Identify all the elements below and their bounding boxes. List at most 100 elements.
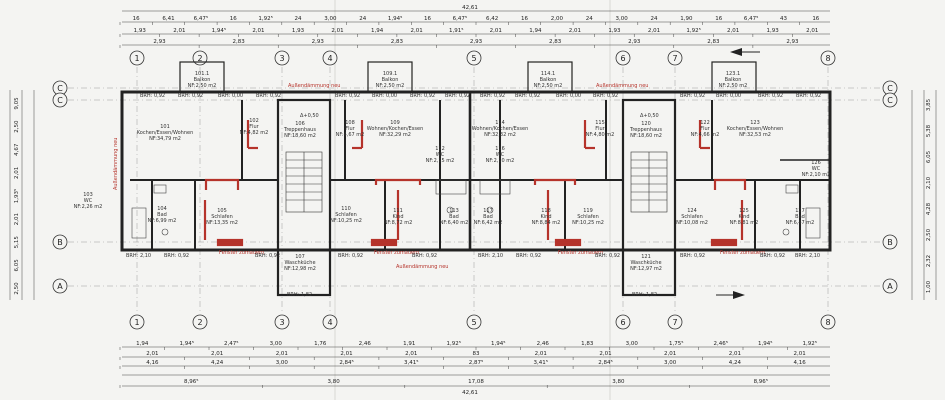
dimension-label: 1,94⁵: [758, 340, 772, 347]
brh-label: BRH: 0,92: [480, 93, 505, 99]
dimension-label: 2,46: [359, 341, 372, 347]
brh-label: BRH: 0,92: [595, 253, 620, 259]
room-area: NF:13,35 m2: [206, 220, 238, 226]
dimension-label: 2,93: [628, 39, 641, 45]
dimension-label: 1,75⁵: [669, 340, 683, 347]
dimension-label: 2,83: [707, 39, 720, 45]
dimension-label: 24: [359, 16, 366, 22]
brh-label: BRH: 2,10: [126, 253, 151, 259]
axis-label: 4: [327, 318, 332, 327]
dimension-label: 2,01: [490, 28, 502, 34]
brh-label: BRH: 0,92: [593, 93, 618, 99]
brh-label: BRH: 2,10: [795, 253, 820, 259]
axis-label: C: [57, 84, 63, 93]
dimension-label: 2,01: [405, 351, 417, 357]
room-area: NF:12,97 m2: [630, 266, 662, 272]
room-number: 117: [483, 208, 493, 214]
room-number: 109.1: [383, 71, 397, 77]
dimension-label: 1,94: [529, 28, 542, 34]
room-area: NF:2,26 m2: [74, 204, 103, 210]
room-area: NF:6,47 m2: [786, 220, 815, 226]
dimension-label: 2,50: [14, 120, 20, 133]
dimension-label: 2,84⁵: [339, 359, 353, 366]
brh-label: BRH: 0,92: [516, 253, 541, 259]
brh-label: BRH: 0,92: [758, 93, 783, 99]
dimension-label: 1,92⁵: [686, 27, 700, 34]
note-window-1: Fenster zumauern: [219, 250, 264, 256]
dimension-label: 2,83: [391, 39, 404, 45]
brh-label: BRH: 1,82: [632, 292, 657, 298]
dimension-label: 3,41⁵: [534, 359, 548, 366]
dimension-label: 6,05: [926, 150, 932, 163]
top-total-dimension: 42,61: [462, 5, 478, 11]
dimension-label: 2,83: [233, 39, 246, 45]
room-number: 101: [160, 124, 170, 130]
room-name: Flur: [700, 126, 710, 132]
dimension-label: 3,41⁵: [404, 359, 418, 366]
dimension-label: 16: [715, 16, 722, 22]
bottom-total-dimension: 42,61: [462, 390, 478, 396]
dimension-label: 3,00: [626, 341, 639, 347]
dimension-label: 2,01: [648, 28, 660, 34]
dimension-label: 24: [586, 16, 593, 22]
dimension-label: 4,24: [729, 360, 742, 366]
dimension-label: 2,01: [14, 213, 20, 225]
axis-grid: [68, 67, 882, 313]
room-area: NF:10,25 m2: [572, 220, 604, 226]
room-area: NF:4,66 m2: [691, 132, 720, 138]
axis-label: 7: [672, 318, 677, 327]
dimension-label: 5,38: [926, 124, 932, 137]
room-name: Schlafen: [681, 214, 703, 220]
room-name: Kochen/Essen/Wohnen: [727, 126, 784, 132]
room-area: NF:4,82 m2: [240, 130, 269, 136]
note-insulation-top-right: Außendämmung neu: [596, 83, 648, 89]
axis-label: 5: [471, 54, 476, 63]
dimension-label: 6,47⁵: [453, 15, 467, 22]
room-name: Balkon: [194, 77, 211, 83]
room-area: NF:8,84 m2: [532, 220, 561, 226]
dimension-label: 2,46: [537, 341, 550, 347]
stair-level-label: Δ+0,50: [300, 113, 319, 119]
dimension-label: 4,24: [211, 360, 224, 366]
axis-bubble: [192, 314, 208, 330]
dimension-label: 16: [424, 16, 431, 22]
dimension-label: 2,01: [340, 351, 352, 357]
dimension-label: 6,47⁵: [194, 15, 208, 22]
axis-bubble: [274, 314, 290, 330]
room-name: Wohnen/Kochen/Essen: [367, 126, 424, 132]
dimension-label: 43: [780, 16, 787, 22]
dimension-label: 2,01: [569, 28, 581, 34]
axis-bubble: [882, 278, 898, 294]
brh-label: BRH: 0,92: [445, 93, 470, 99]
brh-label: BRH: 0,00: [372, 93, 397, 99]
sanitary-fixtures: [131, 179, 821, 239]
axis-label: 2: [197, 318, 202, 327]
dimension-label: 4,16: [794, 360, 807, 366]
axis-label: C: [887, 96, 893, 105]
dimension-label: 24: [651, 16, 658, 22]
dimension-label: 4,67: [14, 143, 20, 156]
axis-label: 1: [134, 54, 139, 63]
room-number: 101.1: [195, 71, 209, 77]
room-area: NF:12,98 m2: [284, 266, 316, 272]
dimension-label: 2,01: [276, 351, 288, 357]
brh-label: BRH: 0,92: [335, 93, 360, 99]
room-name: Schlafen: [335, 212, 357, 218]
axis-label: 7: [672, 54, 677, 63]
axis-bubble: [274, 50, 290, 66]
dimension-label: 3,85: [926, 98, 932, 111]
room-name: Schlafen: [577, 214, 599, 220]
room-area: NF:2,50 m2: [188, 83, 217, 89]
room-area: NF:2,50 m2: [376, 83, 405, 89]
dimension-label: 1,76: [314, 341, 327, 347]
brh-label: BRH: 0,92: [680, 93, 705, 99]
room-name: Treppenhaus: [283, 127, 316, 133]
dimension-label: 2,01: [727, 28, 739, 34]
brh-label: BRH: 0,92: [515, 93, 540, 99]
room-number: 106: [295, 121, 305, 127]
room-name: Balkon: [540, 77, 557, 83]
